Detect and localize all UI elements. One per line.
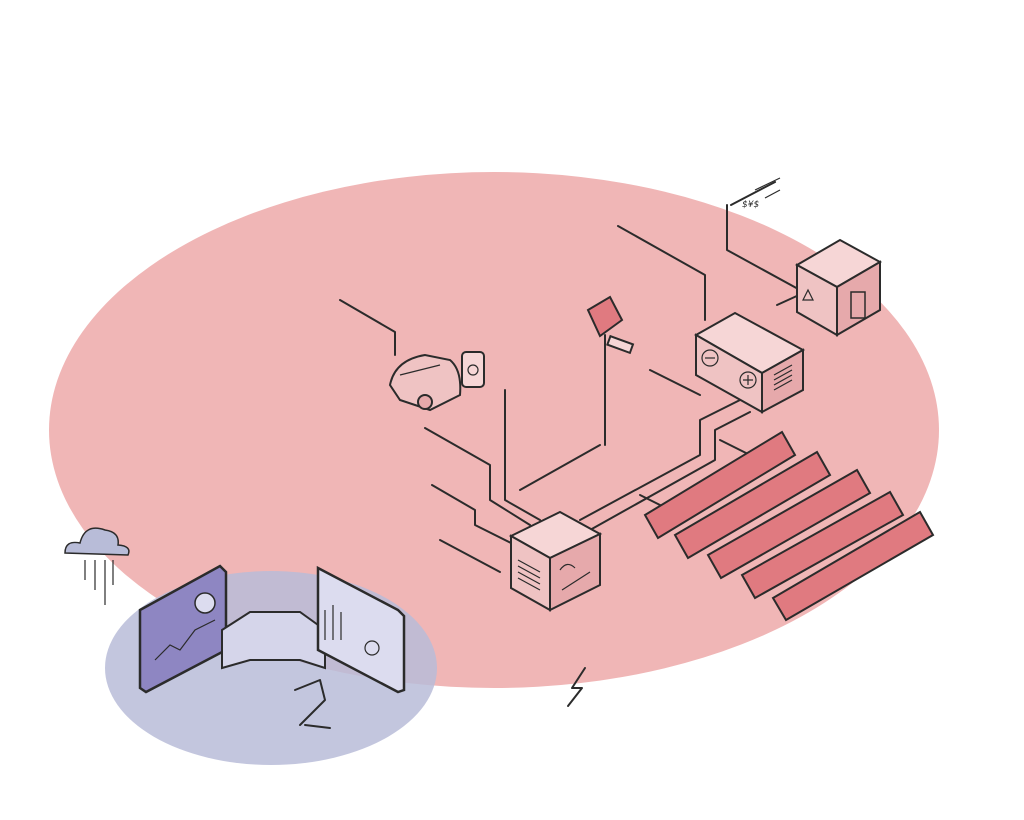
price-label: $¥$ <box>742 200 759 210</box>
inverter-icon <box>508 510 603 612</box>
lightning-bolt-icon <box>567 667 586 707</box>
price-signal: $¥$ <box>742 177 781 210</box>
substation-icon <box>794 238 883 337</box>
power-lines <box>339 181 811 573</box>
electric-car-icon <box>388 351 485 412</box>
battery-icon <box>693 311 806 414</box>
cloud-data-icon <box>64 527 130 605</box>
control-room <box>138 564 406 729</box>
solar-streetlight-icon <box>586 295 635 446</box>
solar-panel-array <box>643 430 935 622</box>
